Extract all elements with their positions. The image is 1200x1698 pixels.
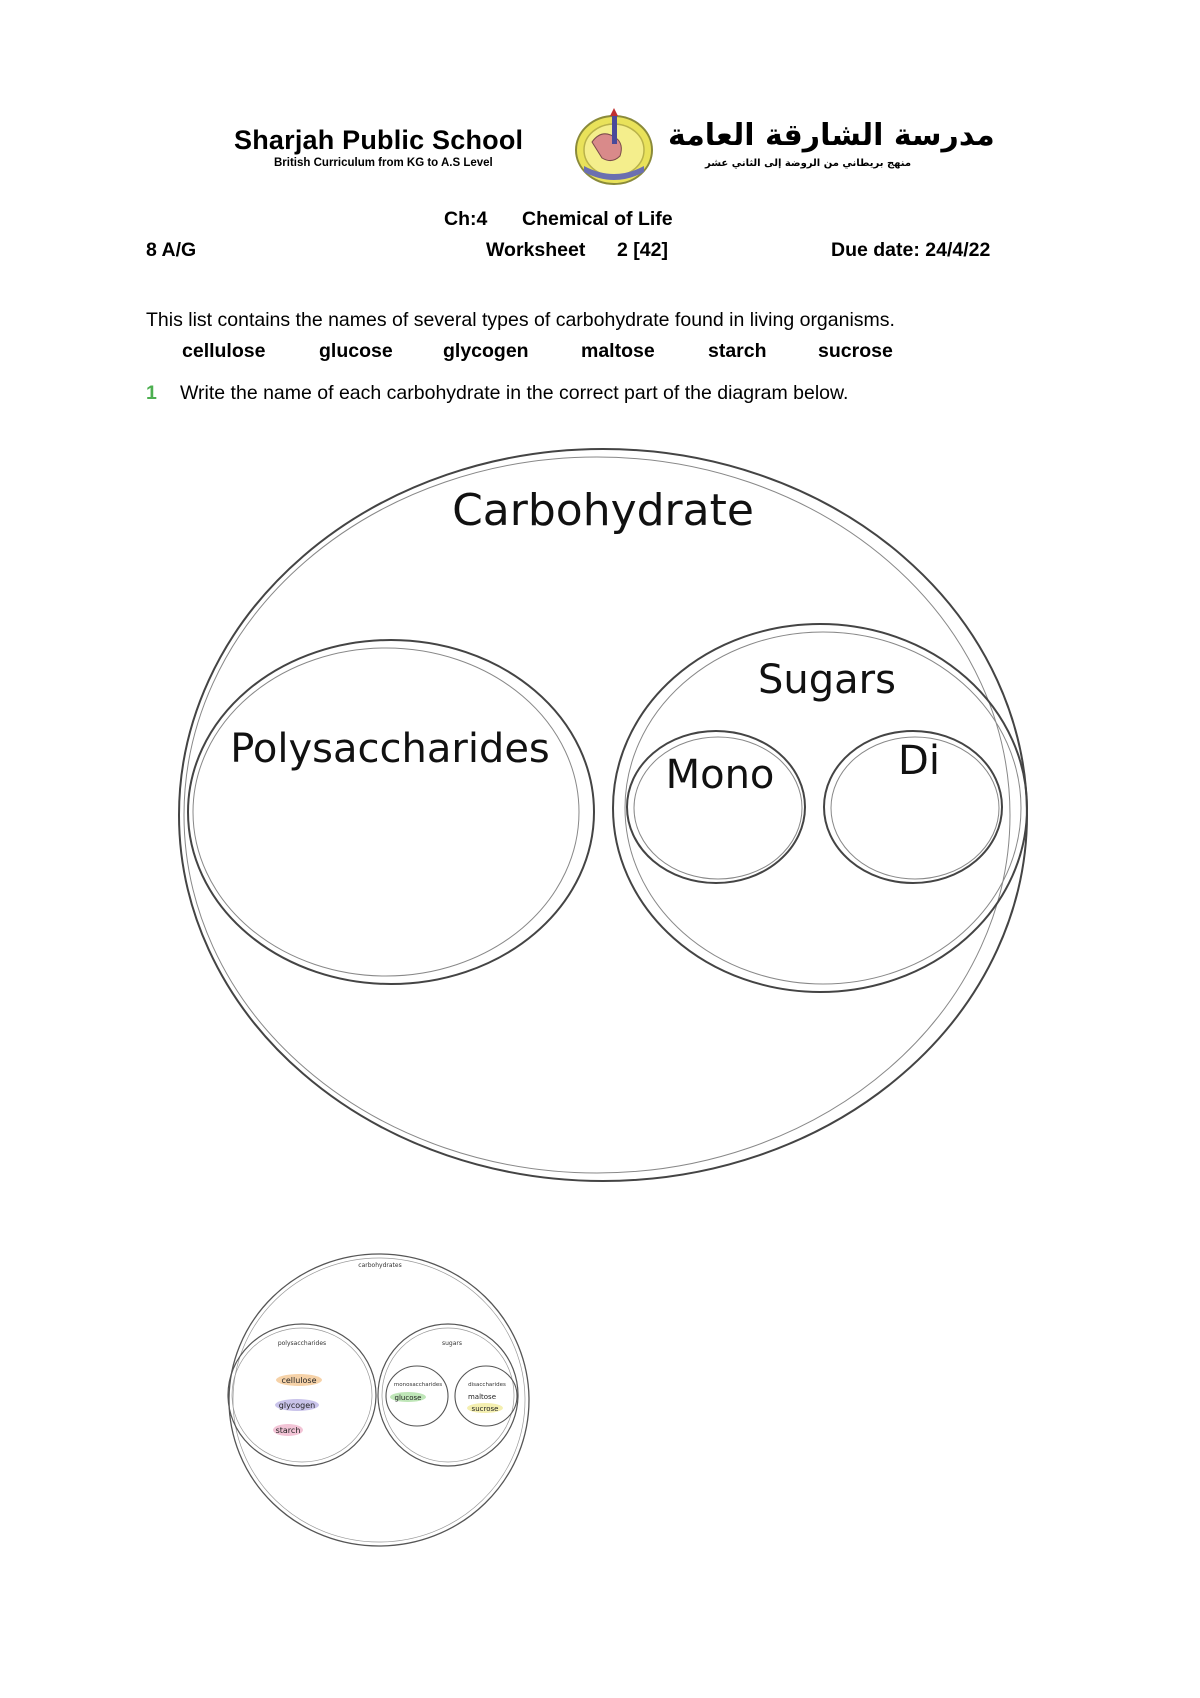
worksheet-number: 2 [42] (617, 239, 668, 261)
word-item: maltose (581, 340, 655, 362)
answer-tag-cellulose: cellulose (281, 1376, 316, 1385)
answer-tag-glucose-bg (390, 1392, 426, 1402)
answer-sugars-label: sugars (442, 1340, 462, 1347)
answer-sugars-inner-circle (381, 1327, 515, 1463)
answer-di-label: disaccharides (468, 1382, 506, 1388)
sugars-circle (612, 623, 1028, 993)
due-date: Due date: 24/4/22 (831, 239, 991, 261)
worksheet-label: Worksheet (486, 239, 586, 261)
answer-tag-starch: starch (276, 1426, 301, 1435)
sugars-inner-circle (624, 631, 1022, 985)
polysaccharides-inner-circle (192, 647, 580, 977)
school-subtitle-arabic: منهج بريطاني من الروضة إلى الثاني عشر (705, 158, 912, 169)
answer-polysaccharides-circle (227, 1323, 377, 1467)
di-label: Di (898, 738, 940, 784)
intro-text: This list contains the names of several … (146, 309, 895, 331)
word-item: starch (708, 340, 767, 362)
answer-carbohydrate-circle (228, 1253, 530, 1547)
answer-tag-sucrose-bg (467, 1403, 503, 1413)
chapter-number: Ch:4 (444, 208, 488, 230)
answer-mono-circle (385, 1365, 449, 1427)
carbohydrate-circle (178, 448, 1028, 1182)
word-item: glucose (319, 340, 393, 362)
mono-circle (626, 730, 806, 884)
mono-label: Mono (666, 752, 775, 798)
carbohydrate-inner-circle (183, 456, 1011, 1174)
answer-tag-glycogen-bg (275, 1399, 319, 1411)
school-name-arabic: مدرسة الشارقة العامة (668, 118, 995, 153)
answer-mono-label: monosaccharides (394, 1382, 442, 1388)
polysaccharides-circle (187, 639, 595, 985)
sugars-label: Sugars (758, 657, 896, 703)
answer-sugars-circle (377, 1323, 519, 1467)
answer-polysaccharides-inner-circle (231, 1327, 373, 1463)
answer-carbohydrate-label: carbohydrates (358, 1262, 401, 1269)
answer-diagram: carbohydrates polysaccharides sugars mon… (227, 1253, 530, 1547)
carbohydrate-label: Carbohydrate (452, 485, 754, 536)
school-crest-icon (575, 108, 653, 185)
answer-tag-sucrose: sucrose (472, 1405, 499, 1413)
di-inner-circle (830, 736, 1000, 880)
answer-di-circle (454, 1365, 518, 1427)
word-item: cellulose (182, 340, 266, 362)
mono-inner-circle (633, 736, 803, 880)
answer-tag-maltose: maltose (468, 1393, 496, 1401)
question-number: 1 (146, 382, 157, 404)
answer-carbohydrate-inner-circle (232, 1257, 526, 1543)
school-name: Sharjah Public School (234, 125, 524, 155)
answer-tag-starch-bg (273, 1424, 303, 1436)
di-circle (823, 730, 1003, 884)
answer-polysaccharides-label: polysaccharides (278, 1340, 326, 1347)
answer-tag-glycogen: glycogen (279, 1401, 315, 1410)
answer-tag-glucose: glucose (395, 1394, 422, 1402)
chapter-title: Chemical of Life (522, 208, 673, 230)
class-label: 8 A/G (146, 239, 197, 261)
answer-tag-cellulose-bg (276, 1374, 322, 1386)
word-item: glycogen (443, 340, 529, 362)
school-subtitle: British Curriculum from KG to A.S Level (274, 157, 493, 169)
word-item: sucrose (818, 340, 893, 362)
polysaccharides-label: Polysaccharides (230, 726, 550, 772)
question-text: Write the name of each carbohydrate in t… (180, 382, 849, 404)
